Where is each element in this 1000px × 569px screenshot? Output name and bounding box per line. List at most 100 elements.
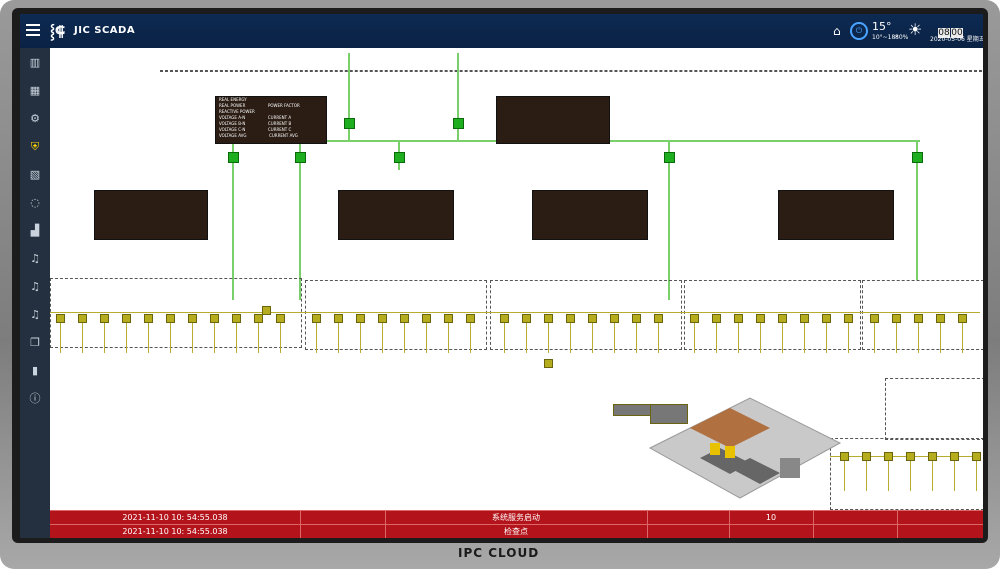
feeder-breaker[interactable] [588, 314, 597, 323]
feeder-bus [830, 456, 980, 457]
feeder-breaker[interactable] [378, 314, 387, 323]
feeder-drop [316, 323, 317, 353]
bulb-icon[interactable]: ◌ [30, 196, 40, 209]
feeder-2-breaker[interactable] [295, 152, 306, 163]
feeder-breaker[interactable] [800, 314, 809, 323]
feeder-drop [504, 323, 505, 353]
feeder-2-line [299, 140, 301, 300]
label: CURRENT A [267, 115, 292, 120]
power-icon[interactable]: ⏻ [850, 22, 868, 40]
feeder-3-breaker[interactable] [394, 152, 405, 163]
tie-breaker[interactable] [544, 359, 553, 368]
settings-icon[interactable]: ⚙ [30, 112, 40, 125]
feeder-breaker[interactable] [844, 314, 853, 323]
incomer-2-breaker[interactable] [453, 118, 464, 129]
home-icon[interactable]: ⌂ [833, 24, 841, 38]
feeder-breaker[interactable] [334, 314, 343, 323]
feeder-breaker[interactable] [122, 314, 131, 323]
menu-icon[interactable] [26, 24, 40, 36]
feeder-breaker[interactable] [312, 314, 321, 323]
alarm-cell [647, 525, 730, 538]
feeder-breaker[interactable] [906, 452, 915, 461]
feeder-breaker[interactable] [936, 314, 945, 323]
feeder-breaker[interactable] [610, 314, 619, 323]
alarm-message: 检查点 [385, 525, 648, 538]
feeder-breaker[interactable] [544, 314, 553, 323]
feeder-breaker[interactable] [870, 314, 879, 323]
feeder-breaker[interactable] [232, 314, 241, 323]
feeder-breaker[interactable] [822, 314, 831, 323]
feeder-breaker[interactable] [840, 452, 849, 461]
feeder-breaker[interactable] [862, 452, 871, 461]
alarm-row[interactable]: 2021-11-10 10: 54:55.038 检查点 [50, 524, 983, 538]
feeder-breaker[interactable] [210, 314, 219, 323]
feeder-drop [526, 323, 527, 353]
bell-icon[interactable]: ♫ [30, 252, 40, 265]
copy-icon[interactable]: ❐ [30, 336, 40, 349]
map-icon[interactable]: ▦ [29, 84, 41, 97]
feeder-breaker[interactable] [734, 314, 743, 323]
feeder-breaker[interactable] [166, 314, 175, 323]
feeder-breaker[interactable] [566, 314, 575, 323]
meter-panel [778, 190, 894, 240]
shield-icon[interactable]: ⛨ [30, 140, 40, 153]
feeder-breaker[interactable] [466, 314, 475, 323]
feeder-breaker[interactable] [690, 314, 699, 323]
feeder-breaker[interactable] [928, 452, 937, 461]
map-fold-icon[interactable]: ▧ [29, 168, 41, 181]
temperature: 15° [872, 20, 892, 33]
chart-bar-icon[interactable]: ▥ [29, 56, 41, 69]
alarm-cell [647, 511, 730, 524]
factory-icon[interactable]: ▟ [30, 224, 40, 237]
feeder-breaker[interactable] [712, 314, 721, 323]
feeder-breaker[interactable] [56, 314, 65, 323]
feeder-breaker[interactable] [756, 314, 765, 323]
feeder-breaker[interactable] [188, 314, 197, 323]
feeder-breaker[interactable] [400, 314, 409, 323]
feeder-drop [60, 323, 61, 353]
feeder-breaker[interactable] [254, 314, 263, 323]
feeder-drop [614, 323, 615, 353]
feeder-drop [148, 323, 149, 353]
feeder-breaker[interactable] [972, 452, 981, 461]
feeder-breaker[interactable] [884, 452, 893, 461]
alarm-row[interactable]: 2021-11-10 10: 54:55.038 系统服务启动 10 [50, 510, 983, 524]
feeder-breaker[interactable] [356, 314, 365, 323]
distribution-board [684, 280, 861, 350]
feeder-breaker[interactable] [778, 314, 787, 323]
feeder-breaker[interactable] [78, 314, 87, 323]
alarm-message: 系统服务启动 [385, 511, 648, 524]
alarm-table: 2021-11-10 10: 54:55.038 系统服务启动 10 2021-… [50, 510, 983, 538]
feeder-drop [258, 323, 259, 353]
plant-3d-view[interactable] [630, 388, 860, 508]
meter-panel [532, 190, 648, 240]
label: VOLTAGE AVG [219, 133, 247, 138]
bell-icon[interactable]: ♫ [30, 280, 40, 293]
feeder-breaker[interactable] [144, 314, 153, 323]
bar-chart-icon[interactable]: ▮ [31, 364, 39, 377]
feeder-breaker[interactable] [892, 314, 901, 323]
info-icon[interactable]: ⓘ [29, 392, 41, 405]
feeder-breaker[interactable] [500, 314, 509, 323]
feeder-breaker[interactable] [914, 314, 923, 323]
feeder-breaker[interactable] [100, 314, 109, 323]
incomer-1-breaker[interactable] [344, 118, 355, 129]
feeder-breaker[interactable] [422, 314, 431, 323]
feeder-breaker[interactable] [522, 314, 531, 323]
feeder-4-breaker[interactable] [664, 152, 675, 163]
feeder-drop [804, 323, 805, 353]
clock-hour: 08 [938, 28, 950, 38]
tie-breaker[interactable] [262, 306, 271, 315]
feeder-breaker[interactable] [950, 452, 959, 461]
feeder-1-breaker[interactable] [228, 152, 239, 163]
feeder-breaker[interactable] [632, 314, 641, 323]
feeder-breaker[interactable] [276, 314, 285, 323]
bell-icon[interactable]: ♫ [30, 308, 40, 321]
sidebar: ▥ ▦ ⚙ ⛨ ▧ ◌ ▟ ♫ ♫ ♫ ❐ ▮ ⓘ [20, 48, 50, 538]
incomer-2-line [457, 53, 459, 141]
app-title: JIC SCADA [74, 25, 136, 36]
feeder-breaker[interactable] [444, 314, 453, 323]
feeder-breaker[interactable] [958, 314, 967, 323]
feeder-breaker[interactable] [654, 314, 663, 323]
feeder-5-breaker[interactable] [912, 152, 923, 163]
